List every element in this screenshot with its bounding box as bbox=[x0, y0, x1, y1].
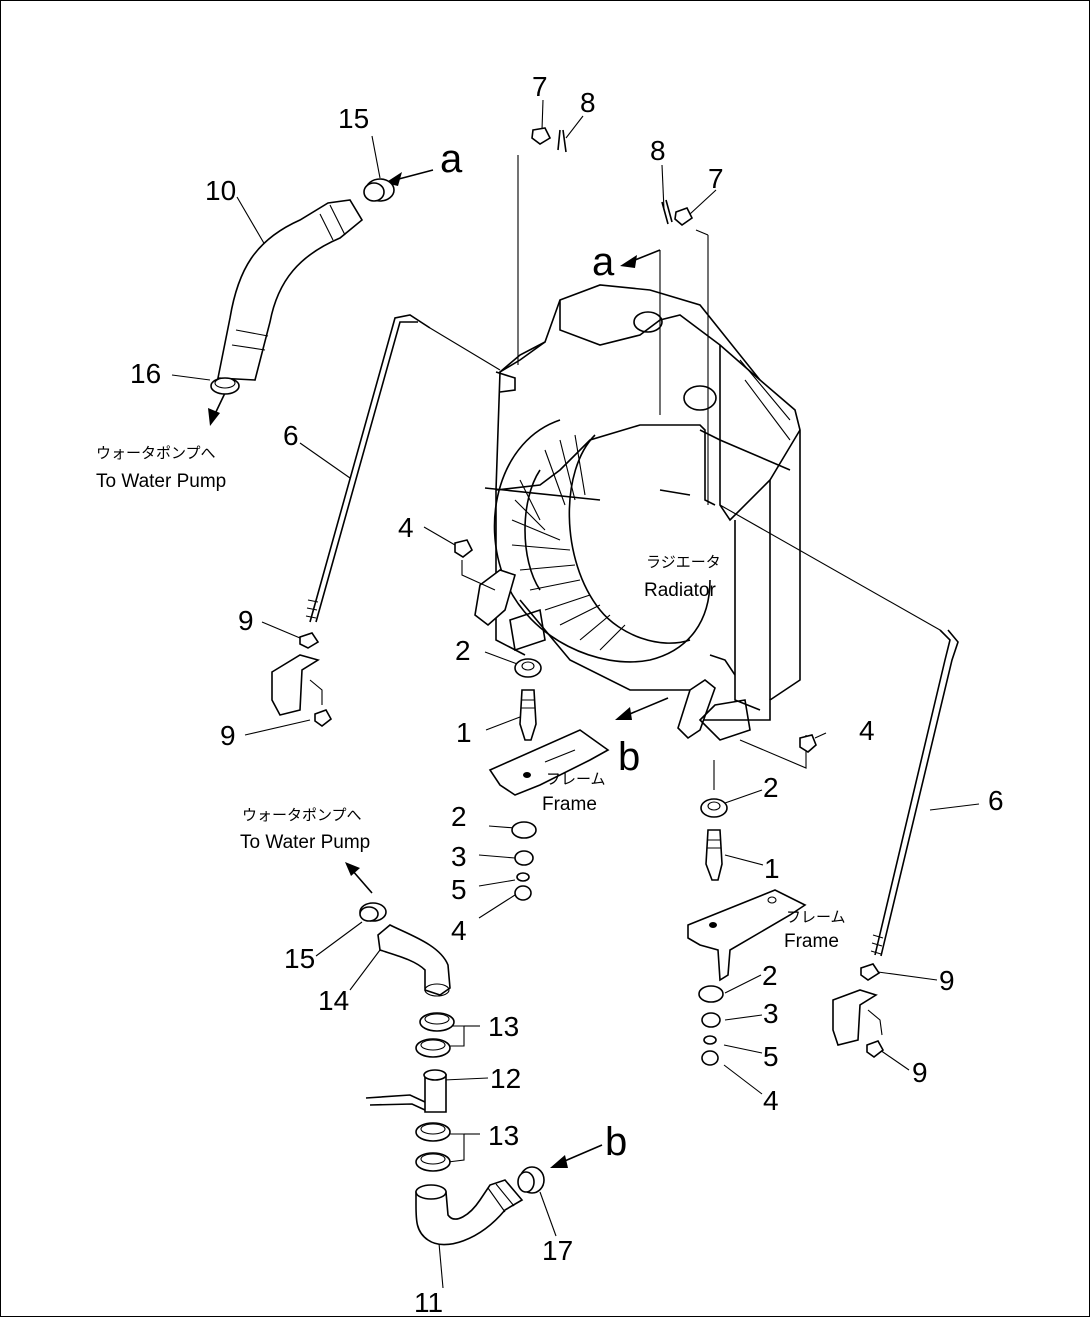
leader-lines bbox=[171, 99, 980, 1289]
callout-2: 2 bbox=[763, 772, 779, 803]
callout-14: 14 bbox=[318, 985, 349, 1016]
clamp-15-lower bbox=[359, 902, 387, 922]
mount-stack-left bbox=[488, 658, 610, 901]
callout-5: 5 bbox=[451, 874, 467, 905]
pin-8-right bbox=[661, 199, 673, 225]
callout-1: 1 bbox=[764, 853, 780, 884]
bracket-left bbox=[271, 654, 323, 716]
callout-17: 17 bbox=[542, 1235, 573, 1266]
callout-6: 6 bbox=[988, 785, 1004, 816]
callout-5: 5 bbox=[763, 1041, 779, 1072]
nut-4-upper-left bbox=[454, 539, 474, 558]
callout-2: 2 bbox=[762, 960, 778, 991]
nut-4-right bbox=[799, 734, 817, 753]
callout-16: 16 bbox=[130, 358, 161, 389]
lower-hose-14 bbox=[377, 924, 451, 997]
frame-label-jp: フレーム bbox=[786, 908, 846, 926]
text-labels: ウォータポンプへ To Water Pump ウォータポンプへ To Water… bbox=[96, 444, 846, 952]
bracket-right bbox=[832, 989, 883, 1046]
nut-7-right bbox=[674, 207, 694, 227]
nut-9-lower-right bbox=[866, 1040, 885, 1058]
nut-9-upper-left bbox=[299, 632, 320, 649]
radiator-assembly bbox=[474, 155, 801, 741]
callout-7: 7 bbox=[532, 71, 548, 102]
clamp-13-a bbox=[419, 1012, 455, 1032]
frame-label-jp: フレーム bbox=[546, 770, 606, 788]
callout-9: 9 bbox=[220, 720, 236, 751]
callout-7: 7 bbox=[708, 163, 724, 194]
clamp-13-c bbox=[415, 1122, 451, 1142]
callout-3: 3 bbox=[451, 841, 467, 872]
elbow-hose-11 bbox=[415, 1179, 524, 1246]
frame-label-en: Frame bbox=[542, 794, 597, 815]
water-pump-label-jp: ウォータポンプへ bbox=[96, 444, 216, 462]
pin-8-left bbox=[557, 129, 567, 153]
callout-13: 13 bbox=[488, 1120, 519, 1151]
water-pump-label-jp: ウォータポンプへ bbox=[242, 806, 362, 824]
callout-9: 9 bbox=[238, 605, 254, 636]
callout-2: 2 bbox=[451, 801, 467, 832]
clamp-17 bbox=[517, 1166, 545, 1194]
clamp-15-top bbox=[363, 178, 395, 202]
clamp-16 bbox=[210, 377, 240, 395]
callout-3: 3 bbox=[763, 998, 779, 1029]
callout-8: 8 bbox=[650, 135, 666, 166]
radiator-label-en: Radiator bbox=[644, 580, 716, 601]
stay-rod-6-left bbox=[305, 314, 501, 623]
ref-a: a bbox=[592, 240, 615, 284]
tube-12 bbox=[365, 1069, 447, 1113]
nut-9-lower-left bbox=[314, 709, 333, 727]
callout-10: 10 bbox=[205, 175, 236, 206]
callout-11: 11 bbox=[414, 1287, 443, 1317]
radiator-label-jp: ラジエータ bbox=[646, 553, 721, 571]
callout-numbers: 7 8 8 7 15 10 16 6 4 9 9 2 1 2 3 5 4 4 2… bbox=[130, 71, 1004, 1317]
callout-9: 9 bbox=[912, 1057, 928, 1088]
nut-9-upper-right bbox=[860, 963, 881, 981]
reference-arrows bbox=[208, 169, 669, 1168]
reference-letters: a a b b bbox=[440, 137, 640, 1164]
water-pump-label-en: To Water Pump bbox=[240, 832, 370, 853]
callout-12: 12 bbox=[490, 1063, 521, 1094]
callout-15: 15 bbox=[284, 943, 315, 974]
callout-4: 4 bbox=[859, 715, 875, 746]
callout-6: 6 bbox=[283, 420, 299, 451]
callout-15: 15 bbox=[338, 103, 369, 134]
clamp-13-d bbox=[415, 1152, 451, 1172]
callout-9: 9 bbox=[939, 965, 955, 996]
clamp-13-b bbox=[415, 1038, 451, 1058]
ref-a: a bbox=[440, 137, 463, 181]
callout-1: 1 bbox=[456, 717, 472, 748]
callout-4: 4 bbox=[451, 915, 467, 946]
callout-4: 4 bbox=[763, 1085, 779, 1116]
stay-rod-6-right bbox=[719, 504, 959, 957]
ref-b: b bbox=[618, 735, 640, 779]
ref-b: b bbox=[605, 1120, 627, 1164]
nut-7-left bbox=[531, 127, 552, 145]
callout-4: 4 bbox=[398, 512, 414, 543]
mount-stack-right bbox=[687, 798, 807, 1066]
upper-hose-10 bbox=[217, 199, 364, 381]
callout-2: 2 bbox=[455, 635, 471, 666]
frame-label-en: Frame bbox=[784, 931, 839, 952]
water-pump-label-en: To Water Pump bbox=[96, 471, 226, 492]
callout-13: 13 bbox=[488, 1011, 519, 1042]
callout-8: 8 bbox=[580, 87, 596, 118]
